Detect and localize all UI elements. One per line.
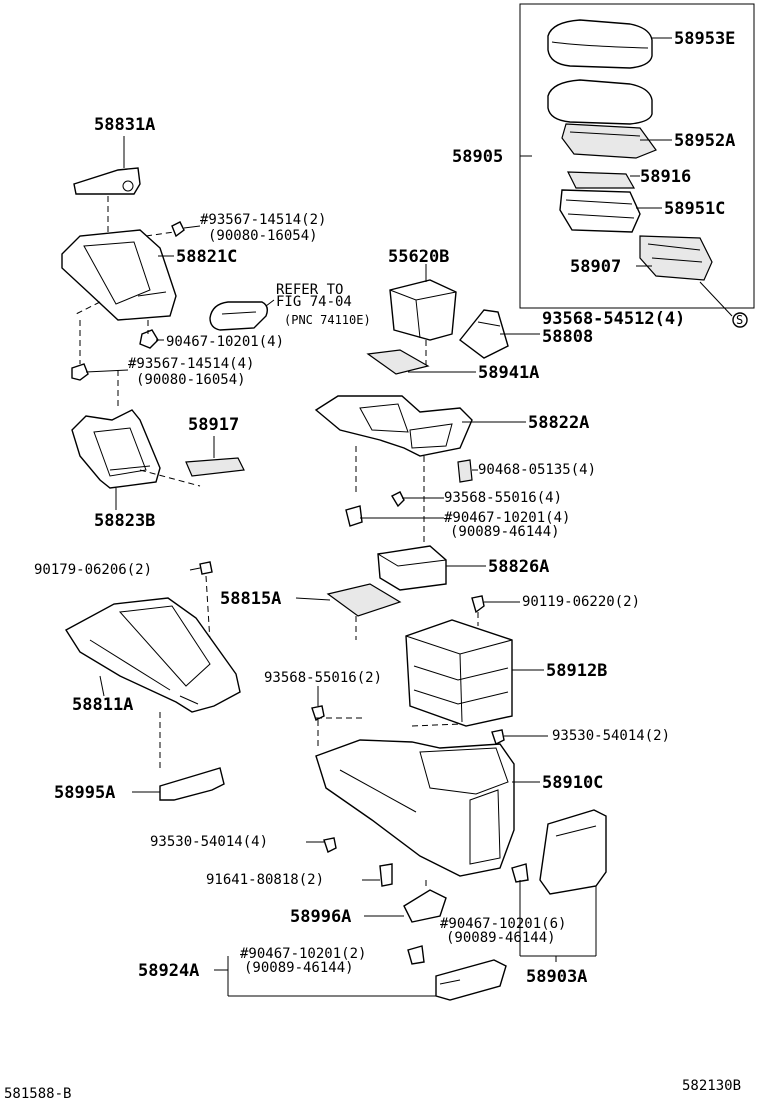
label-55620b: 55620B <box>388 247 449 267</box>
armrest-inner-shape <box>567 171 636 189</box>
58831a-trim-shape <box>73 167 141 195</box>
label-58905: 58905 <box>452 147 503 167</box>
clip-90179-shape <box>199 561 213 575</box>
label-58822a: 58822A <box>528 413 589 433</box>
label-58826a: 58826A <box>488 557 549 577</box>
58903a-cover-shape <box>539 809 607 895</box>
58995a-bracket-shape <box>159 767 225 801</box>
label-90089-46144-a: (90089-46144) <box>450 524 560 540</box>
armrest-hinge-shape <box>639 235 713 281</box>
58924a-pad-shape <box>435 959 507 1001</box>
label-58821c: 58821C <box>176 247 237 267</box>
label-58996a: 58996A <box>290 907 351 927</box>
clip-90467-4-shape <box>345 505 363 527</box>
58822a-console-top-shape <box>314 395 473 457</box>
58912b-box-shape <box>405 619 513 727</box>
label-58941a: 58941A <box>478 363 539 383</box>
label-93567-14514-4: #93567-14514(4) <box>128 356 254 372</box>
armrest-tray-shape <box>559 189 641 233</box>
label-90468-05135: 90468-05135(4) <box>478 462 596 478</box>
label-58952a: 58952A <box>674 131 735 151</box>
label-91641-80818: 91641-80818(2) <box>206 872 324 888</box>
58996a-bracket-shape <box>403 889 447 923</box>
label-90467-10201-6: #90467-10201(6) <box>440 916 566 932</box>
label-90467-10201-4b: #90467-10201(4) <box>444 510 570 526</box>
58808-boot-shape <box>459 309 509 359</box>
label-58910c: 58910C <box>542 773 603 793</box>
label-58995a: 58995A <box>54 783 115 803</box>
clip-90467-shape <box>139 329 159 349</box>
label-90080-16054-a: (90080-16054) <box>208 228 318 244</box>
label-58823b: 58823B <box>94 511 155 531</box>
screw-93530-2-shape <box>491 729 505 745</box>
label-refer-to: REFER TO <box>276 282 343 298</box>
label-58912b: 58912B <box>546 661 607 681</box>
screw-91641-shape <box>379 863 393 887</box>
label-90467-10201-2: #90467-10201(2) <box>240 946 366 962</box>
screw-93530-4-shape <box>323 837 337 853</box>
58941a-plate-shape <box>366 349 430 375</box>
label-58811a: 58811A <box>72 695 133 715</box>
label-90467-10201-4a: 90467-10201(4) <box>166 334 284 350</box>
label-58951c: 58951C <box>664 199 725 219</box>
58823b-panel-shape <box>71 409 161 489</box>
label-58903a: 58903A <box>526 967 587 987</box>
58910c-console-box-shape <box>315 739 515 877</box>
label-90119-06220: 90119-06220(2) <box>522 594 640 610</box>
58821c-bezel-shape <box>61 229 177 321</box>
label-58953e: 58953E <box>674 29 735 49</box>
58917-pad-shape <box>185 457 245 477</box>
footer-left-code: 581588-B <box>4 1086 71 1102</box>
label-58917: 58917 <box>188 415 239 435</box>
clip-90468-shape <box>457 459 473 483</box>
screw-90119-shape <box>471 595 485 614</box>
label-90089-46144-b: (90089-46144) <box>446 930 556 946</box>
label-58831a: 58831A <box>94 115 155 135</box>
58811a-console-shape <box>65 597 241 713</box>
58826a-tray-shape <box>377 545 447 591</box>
screw-93568-2-shape <box>311 705 325 721</box>
clip-90467-6-shape <box>511 863 529 883</box>
55620b-box-shape <box>389 279 457 341</box>
label-93568-55016-2: 93568-55016(2) <box>264 670 382 686</box>
label-58815a: 58815A <box>220 589 281 609</box>
label-screw-symbol: S <box>736 313 743 327</box>
screw-symbol-circle <box>732 312 748 328</box>
refer-part-shape <box>209 301 269 331</box>
label-58907: 58907 <box>570 257 621 277</box>
label-58916: 58916 <box>640 167 691 187</box>
label-58924a: 58924A <box>138 961 199 981</box>
screw-93567-4-shape <box>71 363 89 381</box>
label-93530-54014-2: 93530-54014(2) <box>552 728 670 744</box>
label-93568-54512: 93568-54512(4) <box>542 309 685 329</box>
label-pnc-74110e: (PNC 74110E) <box>284 313 371 327</box>
screw-93568-4-shape <box>391 491 405 508</box>
label-90089-46144-c: (90089-46144) <box>244 960 354 976</box>
label-93567-14514-2: #93567-14514(2) <box>200 212 326 228</box>
58815a-mat-shape <box>326 583 402 617</box>
label-93530-54014-4: 93530-54014(4) <box>150 834 268 850</box>
label-58808: 58808 <box>542 327 593 347</box>
footer-right-code: 582130B <box>682 1078 741 1094</box>
label-93568-55016-4: 93568-55016(4) <box>444 490 562 506</box>
label-fig-74-04: FIG 74-04 <box>276 294 352 310</box>
label-90179-06206: 90179-06206(2) <box>34 562 152 578</box>
armrest-pad-shape <box>547 79 657 159</box>
label-90080-16054-b: (90080-16054) <box>136 372 246 388</box>
armrest-lid-shape <box>547 19 653 69</box>
clip-90467-2-shape <box>407 945 425 965</box>
screw-93567-shape <box>171 221 185 238</box>
